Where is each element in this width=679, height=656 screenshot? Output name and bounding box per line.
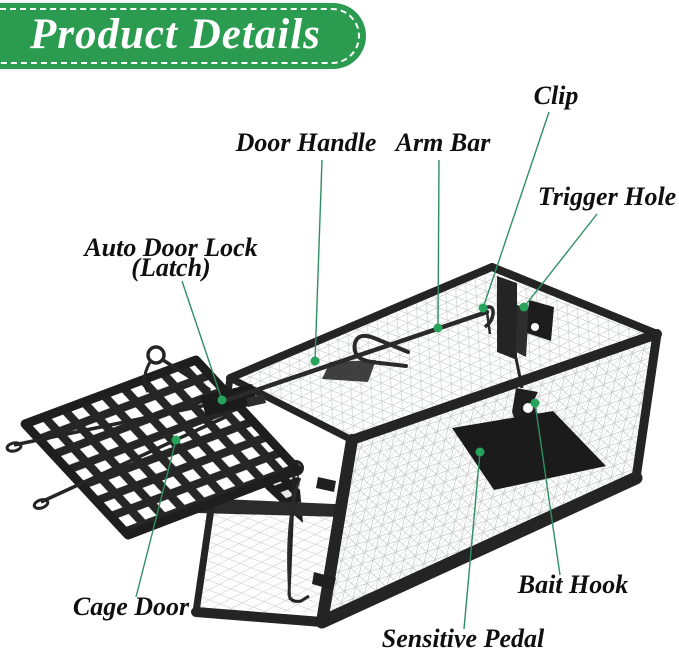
clip-leader-line [482, 111, 550, 309]
trap-mechanisms [322, 276, 606, 490]
door-rod-lower [40, 412, 233, 504]
label-bait-hook: Bait Hook [517, 570, 629, 599]
label-arm-bar: Arm Bar [395, 128, 491, 157]
trigger-divider [497, 276, 517, 360]
label-cage-door: Cage Door [72, 592, 190, 621]
clip-dot [478, 303, 488, 313]
auto-door-lock-leader-line [181, 280, 223, 401]
far-bottom-rail [198, 498, 378, 518]
cage-door-frame [20, 355, 303, 540]
door-rod-upper [13, 400, 222, 447]
bait-hook-leader-line [534, 402, 561, 576]
sensitive-pedal-dot [475, 447, 485, 457]
sensitive-pedal-leader-line [463, 451, 481, 630]
front-left-post [316, 434, 358, 628]
product-details-banner: Product Details [0, 3, 366, 69]
door-handle-dot [310, 356, 320, 366]
front-lock-wire-loop [288, 460, 304, 476]
trigger-hole-opening [531, 323, 539, 331]
door-rod-loop-end-2 [32, 498, 50, 510]
door-handle-part [352, 333, 410, 368]
arm-bar-rod [218, 309, 490, 405]
banner-dashed-border [0, 8, 360, 64]
label-clip: Clip [533, 81, 579, 110]
door-handle-leader-line [314, 159, 323, 362]
cage-door-dot [171, 435, 181, 445]
leader-lines [135, 111, 598, 630]
label-auto-door-lock: Auto Door Lock (Latch) [84, 235, 257, 281]
label-door-handle: Door Handle [235, 128, 377, 157]
arm-bar-leader-line [437, 159, 440, 329]
auto-door-lock-dot [217, 395, 227, 405]
post-tab-upper [316, 477, 336, 492]
label-sensitive-pedal: Sensitive Pedal [381, 624, 545, 653]
bait-hook-dot [530, 398, 540, 408]
post-tab-lower [312, 572, 336, 590]
door-spring-loop [146, 345, 166, 365]
label-trigger-hole: Trigger Hole [537, 182, 677, 211]
trigger-bracket [516, 305, 529, 357]
cage-door-leader-line [135, 439, 177, 598]
door-rod-loop-end [5, 441, 23, 453]
near-bottom-rail [191, 607, 327, 627]
rods-and-springs [5, 305, 495, 603]
label-auto-door-lock-line1: Auto Door Lock [84, 233, 258, 262]
top-end-rail [488, 263, 661, 338]
bait-hook-hole [523, 403, 533, 413]
top-back-rail [226, 263, 496, 382]
front-bottom-rail [315, 471, 643, 629]
trigger-hole-leader-line [523, 213, 598, 308]
top-front-rail [347, 329, 662, 445]
sensitive-pedal-part [452, 411, 606, 490]
arm-bar-dot [433, 323, 443, 333]
marker-dots [171, 302, 540, 457]
label-auto-door-lock-line2: (Latch) [131, 253, 211, 282]
banner-title: Product Details [30, 11, 321, 58]
trigger-hole-dot [519, 302, 529, 312]
right-post [631, 329, 662, 483]
